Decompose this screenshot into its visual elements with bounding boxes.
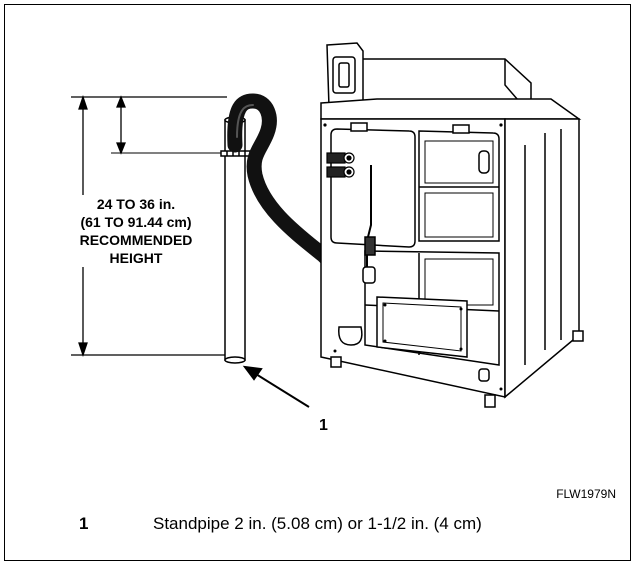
height-label-line-4: HEIGHT [109, 250, 163, 266]
height-label-line-1: 24 TO 36 in. [96, 196, 176, 212]
height-dimension [71, 94, 227, 358]
washer-standpipe-illustration [71, 42, 584, 408]
callout-1-leader [242, 365, 310, 408]
legend-text: Standpipe 2 in. (5.08 cm) or 1-1/2 in. (… [153, 514, 482, 533]
height-label-line-2: (61 TO 91.44 cm) [80, 214, 192, 230]
figure-id: FLW1979N [556, 487, 616, 501]
standpipe [220, 116, 251, 364]
legend-number: 1 [79, 514, 89, 533]
height-label: 24 TO 36 in. (61 TO 91.44 cm) RECOMMENDE… [65, 195, 207, 267]
callout-number-1: 1 [319, 417, 328, 434]
washer [320, 42, 584, 408]
figure-frame: 24 TO 36 in. (61 TO 91.44 cm) RECOMMENDE… [4, 4, 631, 561]
height-label-line-3: RECOMMENDED [79, 232, 193, 248]
